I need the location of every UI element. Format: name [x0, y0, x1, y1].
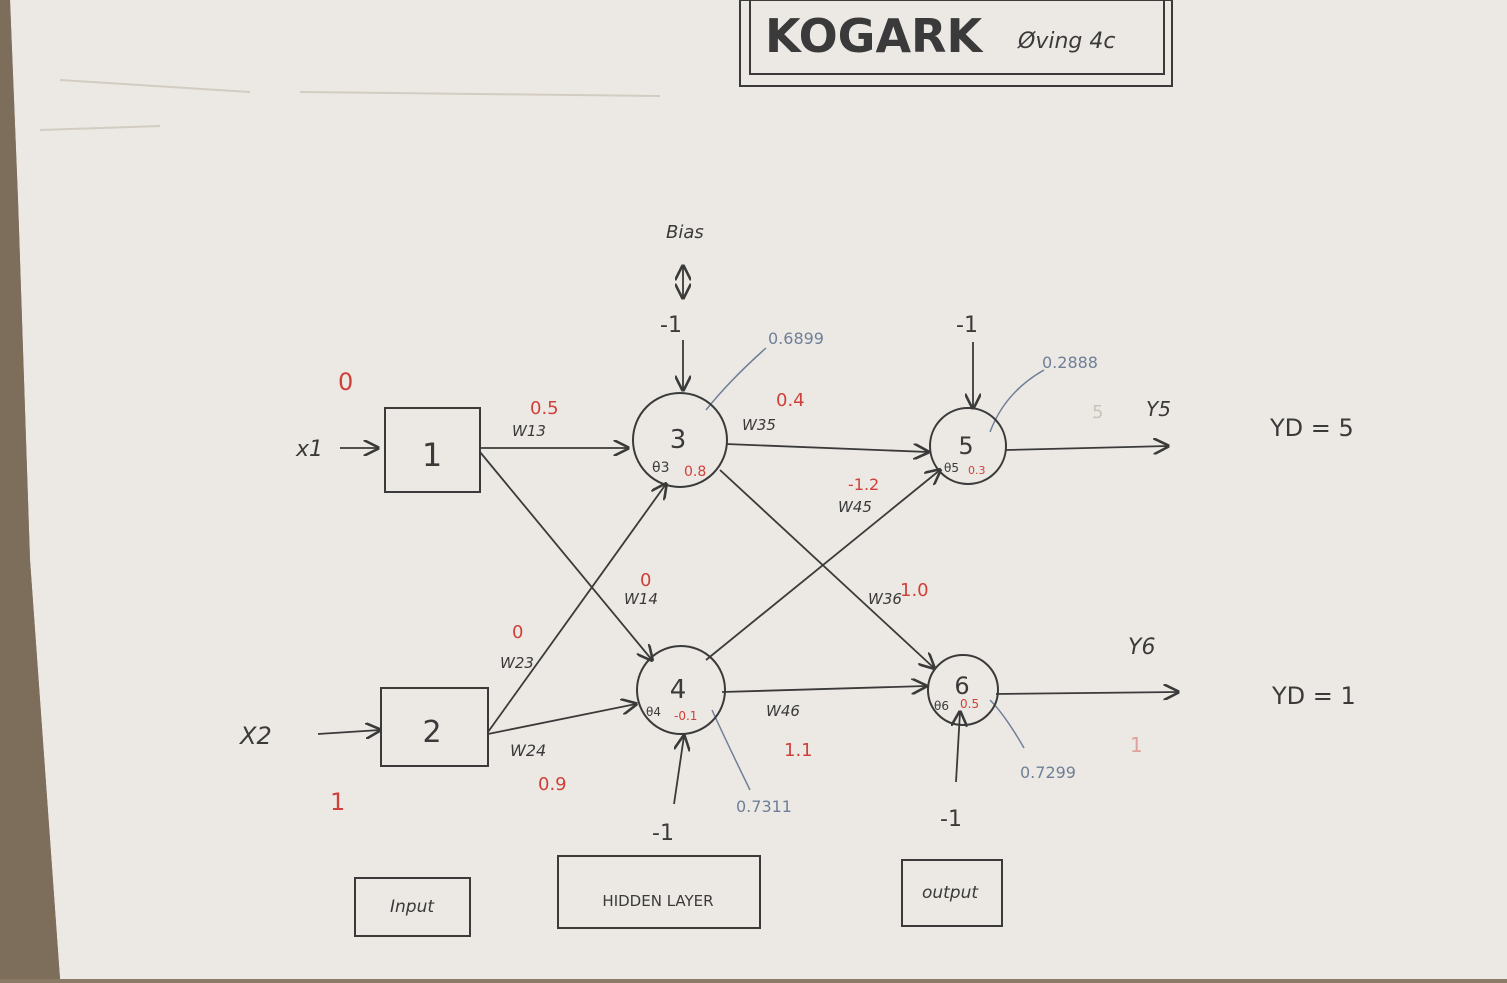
node-4: 4 θ4 -0.1: [636, 645, 726, 735]
input-x2-value: 1: [330, 788, 345, 816]
node-5-theta: θ5: [944, 461, 959, 475]
edge-4-6: [721, 686, 926, 692]
edge-1-4: [479, 451, 652, 660]
weight-w23-label: W23: [500, 654, 534, 672]
output-layer-label: output: [901, 859, 1003, 927]
node-3-activation: 0.6899: [768, 329, 824, 348]
weight-w23-value: 0: [512, 622, 523, 643]
input-x1-label: x1: [295, 437, 323, 462]
node-6-label: 6: [954, 672, 969, 700]
weight-w36-value: 1.0: [900, 580, 929, 601]
bias-arrow-6: [956, 712, 960, 783]
output-layer-text: output: [922, 883, 979, 903]
input-x1-value: 0: [338, 368, 353, 396]
bias-arrow-4: [673, 736, 684, 805]
node-6: 6 θ6 0.5: [927, 654, 999, 726]
weight-w46-label: W46: [766, 702, 800, 720]
bias-value-3: -1: [660, 313, 682, 338]
node-1: 1: [384, 407, 481, 493]
bleed-through-marks: [39, 79, 661, 131]
node-5-activation: 0.2888: [1042, 353, 1098, 372]
edge-5-y5: [1005, 446, 1168, 450]
node-5-label: 5: [958, 432, 973, 460]
weight-w13-value: 0.5: [530, 398, 559, 419]
node-6-theta: θ6: [934, 699, 949, 713]
weight-w45-value: -1.2: [848, 475, 879, 494]
edge-3-6: [719, 469, 934, 668]
output-y6-faint: 1: [1130, 733, 1143, 757]
edge-3-5: [725, 443, 928, 452]
node-3: 3 θ3 0.8: [632, 392, 728, 488]
weight-w24-value: 0.9: [538, 774, 567, 795]
node-6-activation: 0.7299: [1020, 763, 1076, 782]
output-y6-label: Y6: [1128, 635, 1155, 660]
node-4-activation: 0.7311: [736, 797, 792, 816]
node-4-theta: θ4: [646, 705, 661, 719]
hidden-layer-label: HIDDEN LAYER: [557, 855, 761, 929]
weight-w24-label: W24: [510, 741, 546, 760]
node-6-theta-value: 0.5: [960, 697, 979, 711]
hidden-layer-text: HIDDEN LAYER: [602, 892, 713, 910]
node-4-theta-value: -0.1: [674, 709, 697, 723]
output-y5-faint: 5: [1092, 402, 1103, 423]
edge-6-y6: [995, 692, 1178, 694]
edge-4-5: [705, 470, 940, 661]
input-layer-text: Input: [390, 897, 435, 917]
node-4-label: 4: [670, 675, 687, 705]
edge-2-3: [487, 484, 666, 733]
bias-value-5: -1: [956, 313, 978, 338]
pointer-5: [989, 369, 1045, 433]
weight-w14-value: 0: [640, 570, 651, 591]
weight-w45-label: W45: [838, 498, 872, 516]
node-3-theta-value: 0.8: [684, 464, 706, 480]
title-box: KOGARK Øving 4c: [739, 0, 1173, 87]
paper-sheet: [10, 0, 1507, 979]
title-sub: Øving 4c: [1017, 29, 1115, 54]
weight-w35-label: W35: [742, 416, 776, 434]
node-1-label: 1: [422, 436, 442, 474]
pointer-6: [989, 699, 1025, 749]
input-layer-label: Input: [354, 877, 471, 937]
bias-value-4: -1: [652, 821, 674, 846]
table-surface: [0, 0, 60, 979]
node-3-theta: θ3: [652, 460, 669, 476]
weight-w35-value: 0.4: [776, 390, 805, 411]
node-5: 5 θ5 0.3: [929, 407, 1007, 485]
node-2: 2: [380, 687, 489, 767]
node-3-label: 3: [670, 425, 687, 455]
weight-w46-value: 1.1: [784, 740, 813, 761]
node-2-label: 2: [422, 715, 441, 750]
output-y6-desired: YD = 1: [1271, 682, 1356, 710]
node-5-theta-value: 0.3: [968, 464, 986, 477]
connections: [317, 266, 1178, 805]
weight-w36-label: W36: [868, 590, 902, 608]
output-y5-label: Y5: [1146, 397, 1171, 421]
output-y5-desired: YD = 5: [1269, 414, 1354, 442]
weight-w13-label: W13: [512, 422, 546, 440]
edge-2-4: [487, 704, 636, 735]
title-main: KOGARK: [765, 9, 984, 63]
bias-label: Bias: [666, 222, 704, 243]
x2-arrow: [317, 730, 380, 734]
weight-w14-label: W14: [624, 590, 658, 608]
input-x2-label: X2: [238, 722, 272, 750]
bias-value-6: -1: [940, 807, 962, 832]
